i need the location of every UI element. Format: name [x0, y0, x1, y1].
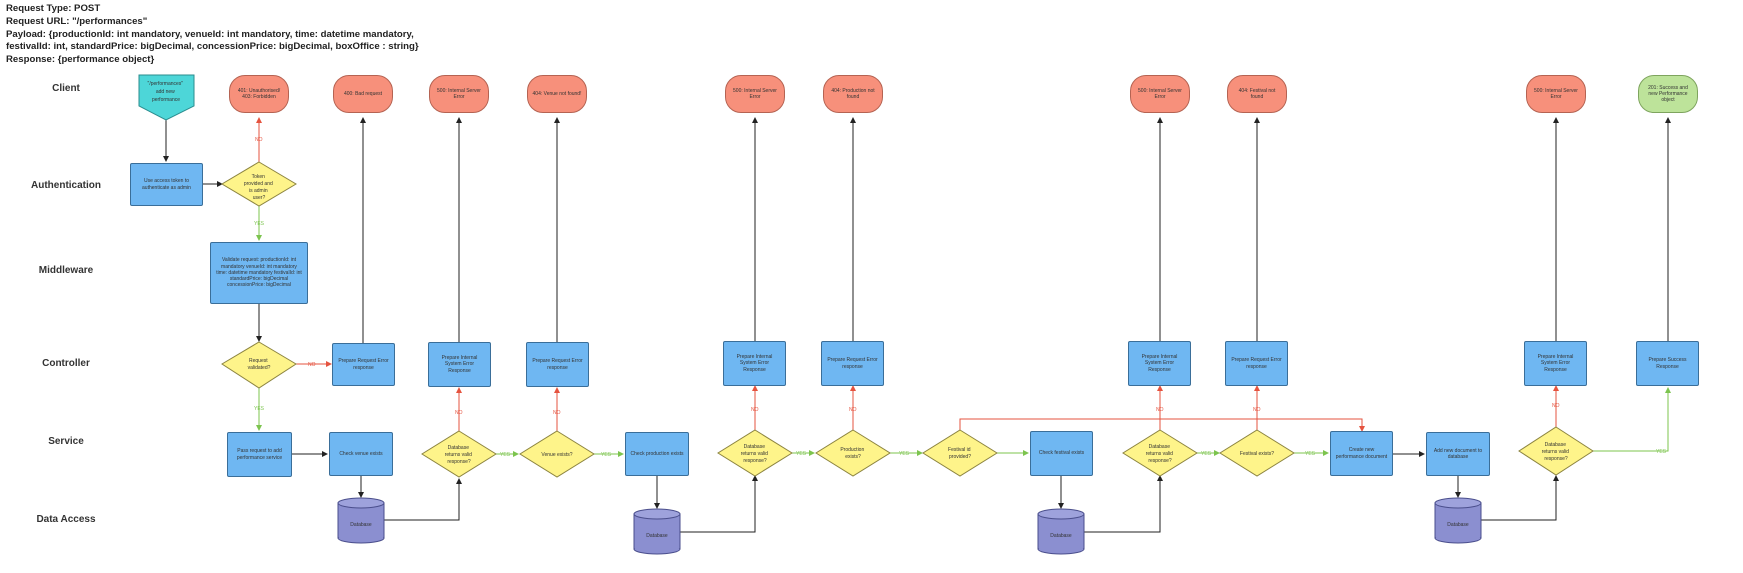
process-prepare-ise-a: Prepare Internal System Error Response — [428, 342, 491, 387]
database-1-label: Database — [350, 522, 372, 528]
label-no-db2: NO — [751, 407, 759, 413]
decision-festival-provided: Festival id provided? — [922, 429, 998, 477]
decision-festival-provided-label: Festival id provided? — [948, 447, 972, 460]
edges-default — [163, 117, 1671, 533]
lane-service: Service — [48, 436, 84, 447]
process-pass-to-service: Pass request to add performance service — [227, 432, 292, 477]
database-3-label: Database — [1050, 533, 1072, 539]
process-prepare-production-error: Prepare Request Error response — [821, 341, 884, 386]
edge-db4-to-decision — [1481, 475, 1559, 521]
label-yes-prod: YES — [899, 451, 910, 457]
response-spec: Response: {performance object} — [6, 54, 155, 66]
edge-db3-to-decision — [1084, 475, 1163, 533]
request-spec-header: Request Type: POST Request URL: "/perfor… — [6, 3, 419, 67]
database-cylinder-2: Database — [633, 508, 681, 555]
process-create-document: Create new performance document — [1330, 431, 1393, 476]
start-node: "/performances" add new performance — [138, 74, 195, 121]
database-4-label: Database — [1447, 522, 1469, 528]
decision-production-exists-label: Production exists? — [840, 447, 865, 460]
edge-db1-to-decision — [384, 478, 462, 521]
decision-db-valid-3: Database returns valid response? — [1122, 429, 1198, 477]
lane-authentication: Authentication — [31, 180, 101, 191]
label-yes-db3: YES — [1201, 451, 1212, 457]
decision-db-valid-1-label: Database returns valid response? — [445, 445, 474, 465]
process-auth-token: Use access token to authenticate as admi… — [130, 163, 203, 206]
lane-middleware: Middleware — [38, 265, 94, 276]
decision-db-valid-2-label: Database returns valid response? — [741, 444, 770, 464]
lane-client: Client — [52, 83, 80, 94]
decision-token: Token provided and is admin user? — [221, 161, 297, 207]
terminal-404-production: 404: Production not found — [823, 75, 883, 113]
request-type: Request Type: POST — [6, 3, 101, 14]
database-cylinder-3: Database — [1037, 508, 1085, 555]
process-prepare-ise-d: Prepare Internal System Error Response — [1524, 341, 1587, 386]
decision-festival-exists-label: Festival exists? — [1240, 451, 1274, 457]
edge-labels: NO YES NO YES NO YES NO YES NO YES NO YE… — [254, 137, 1667, 458]
edges-no — [256, 117, 1559, 432]
label-no-db4: NO — [1552, 403, 1560, 409]
terminal-400: 400: Bad request — [333, 75, 393, 113]
database-2-label: Database — [646, 533, 668, 539]
process-check-venue: Check venue exists — [329, 432, 393, 476]
terminal-401-403: 401: Unauthorised/ 403: Forbidden — [229, 75, 289, 113]
decision-venue-exists-label: Venue exists? — [541, 452, 572, 458]
decision-request-validated-label: Request validated? — [248, 358, 271, 371]
edges-yes — [256, 206, 1671, 457]
process-prepare-ise-c: Prepare Internal System Error Response — [1128, 341, 1191, 386]
label-yes-validated: YES — [254, 406, 265, 412]
label-yes-venue: YES — [601, 452, 612, 458]
process-prepare-success: Prepare Success Response — [1636, 341, 1699, 386]
process-check-festival: Check festival exists — [1030, 431, 1093, 476]
terminal-500-d: 500: Internal Server Error — [1526, 75, 1586, 113]
payload-line-1: Payload: {productionId: int mandatory, v… — [6, 28, 414, 40]
edge-db4-yes — [1593, 387, 1671, 452]
label-yes-fest: YES — [1305, 451, 1316, 457]
terminal-201-success: 201: Success and new Performance object — [1638, 75, 1698, 113]
label-no-fest: NO — [1253, 407, 1261, 413]
decision-db-valid-2: Database returns valid response? — [717, 429, 793, 477]
payload-line-2: festivalId: int, standardPrice: bigDecim… — [6, 41, 419, 53]
decision-venue-exists: Venue exists? — [519, 430, 595, 478]
request-url: Request URL: "/performances" — [6, 15, 148, 27]
process-add-document: Add new document to database — [1426, 432, 1490, 476]
decision-db-valid-4: Database returns valid response? — [1518, 426, 1594, 476]
decision-production-exists: Production exists? — [815, 429, 891, 477]
terminal-500-c: 500: Internal Server Error — [1130, 75, 1190, 113]
process-check-production: Check production exists — [625, 432, 689, 476]
terminal-404-festival: 404: Festival not found — [1227, 75, 1287, 113]
terminal-404-venue: 404: Venue not found! — [527, 75, 587, 113]
label-no-prod: NO — [849, 407, 857, 413]
decision-db-valid-4-label: Database returns valid response? — [1542, 442, 1571, 462]
process-validate-request: Validate request: productionId: int mand… — [210, 242, 308, 304]
label-no-db3: NO — [1156, 407, 1164, 413]
label-no-token: NO — [255, 137, 263, 143]
terminal-500-a: 500: Internal Server Error — [429, 75, 489, 113]
decision-request-validated: Request validated? — [221, 341, 297, 389]
label-no-validated: NO — [308, 362, 316, 368]
process-prepare-ise-b: Prepare Internal System Error Response — [723, 341, 786, 386]
edge-festival-provided-no — [959, 418, 1365, 432]
label-yes-token: YES — [254, 221, 265, 227]
label-no-venue: NO — [553, 410, 561, 416]
process-prepare-venue-error: Prepare Request Error response — [526, 342, 589, 387]
label-yes-db2: YES — [796, 451, 807, 457]
start-label: "/performances" add new performance — [148, 81, 185, 103]
decision-festival-exists: Festival exists? — [1219, 429, 1295, 477]
process-prepare-festival-error: Prepare Request Error response — [1225, 341, 1288, 386]
lane-data-access: Data Access — [36, 514, 96, 525]
lane-controller: Controller — [42, 358, 90, 369]
edge-db2-to-decision — [679, 475, 758, 533]
database-cylinder-1: Database — [337, 497, 385, 544]
label-yes-db4: YES — [1656, 449, 1667, 455]
label-yes-db1: YES — [500, 452, 511, 458]
process-prepare-bad-request: Prepare Request Error response — [332, 343, 395, 386]
decision-token-label: Token provided and is admin user? — [244, 174, 274, 201]
decision-db-valid-3-label: Database returns valid response? — [1146, 444, 1175, 464]
database-cylinder-4: Database — [1434, 497, 1482, 544]
terminal-500-b: 500: Internal Server Error — [725, 75, 785, 113]
label-no-db1: NO — [455, 410, 463, 416]
decision-db-valid-1: Database returns valid response? — [421, 430, 497, 478]
